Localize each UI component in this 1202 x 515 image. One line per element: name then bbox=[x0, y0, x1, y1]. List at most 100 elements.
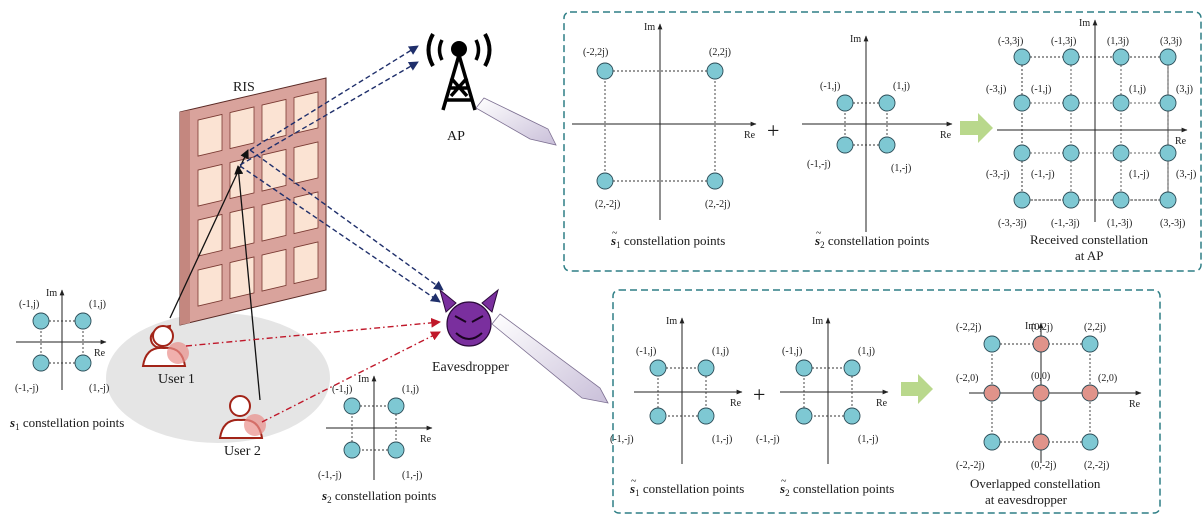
point-label: (-1,-j) bbox=[610, 434, 634, 445]
eve-s1-tilde: ~ bbox=[631, 476, 637, 487]
ris-to-eve-arrow-2 bbox=[239, 165, 441, 303]
point-label: (1,j) bbox=[712, 346, 729, 357]
point-label: (-1,-j) bbox=[807, 159, 831, 170]
ris-to-ap-arrow-1 bbox=[249, 45, 419, 151]
constellation-point bbox=[1013, 191, 1031, 209]
ap-s1-tilde: ~ bbox=[612, 228, 618, 239]
eavesdropper-icon bbox=[439, 288, 499, 347]
svg-text:s2 constellation points: s2 constellation points bbox=[321, 488, 436, 505]
caption-ap-s2: s2 constellation points ~ bbox=[814, 228, 929, 250]
ris-element bbox=[261, 198, 287, 242]
ap-s1-symbol: s bbox=[610, 233, 616, 248]
constellation-point bbox=[1081, 433, 1099, 451]
constellation-point bbox=[1112, 191, 1130, 209]
constellation-point bbox=[983, 384, 1001, 402]
constellation-point bbox=[32, 354, 50, 372]
constellation-point bbox=[836, 94, 854, 112]
eve-s2-caption-text: constellation points bbox=[793, 481, 894, 496]
constellation-point bbox=[1013, 144, 1031, 162]
eve-s2-re-label: Re bbox=[876, 398, 888, 409]
point-label: (1,-j) bbox=[858, 434, 878, 445]
ap-result-box bbox=[563, 11, 1202, 272]
eve-overlap-caption-line2: at eavesdropper bbox=[985, 492, 1068, 507]
point-label: (1,j) bbox=[1129, 84, 1146, 95]
constellation-point bbox=[387, 397, 405, 415]
s1-caption-text: constellation points bbox=[23, 415, 124, 430]
ris-element bbox=[197, 263, 223, 307]
user-s2-im-label: Im bbox=[358, 374, 369, 385]
eve-funnel-arrow bbox=[491, 313, 609, 404]
user2-icon bbox=[218, 395, 266, 439]
constellation-point bbox=[706, 172, 724, 190]
constellation-point bbox=[1159, 48, 1177, 66]
ap-received-constellation: ReIm(-3,3j)(-1,3j)(1,3j)(3,3j)(-3,j)(-1,… bbox=[986, 18, 1196, 229]
constellation-point bbox=[387, 441, 405, 459]
eve-s2-tilde: ~ bbox=[781, 476, 787, 487]
eve-overlap-constellation: ReIm(-2,2j)(0,2j)(2,2j)(-2,0)(0,0)(2,0)(… bbox=[956, 321, 1142, 471]
constellation-point bbox=[878, 94, 896, 112]
ap-plus-sign: + bbox=[767, 118, 779, 143]
constellation-point bbox=[1013, 48, 1031, 66]
ap-s2-symbol: s bbox=[814, 233, 820, 248]
constellation-point bbox=[1032, 433, 1050, 451]
point-label: (0,-2j) bbox=[1031, 460, 1056, 471]
eve-s1-subscript: 1 bbox=[635, 488, 640, 498]
constellation-point bbox=[649, 359, 667, 377]
point-label: (3,-j) bbox=[1176, 169, 1196, 180]
constellation-point bbox=[843, 407, 861, 425]
point-label: (-2,2j) bbox=[583, 47, 608, 58]
ap-s1-re-label: Re bbox=[744, 130, 756, 141]
point-label: (1,j) bbox=[89, 299, 106, 310]
svg-text:s2 constellation points: s2 constellation points bbox=[779, 481, 894, 498]
point-label: (3,j) bbox=[1176, 84, 1193, 95]
ris-element bbox=[229, 106, 255, 150]
user2-to-ris-line bbox=[234, 165, 261, 401]
eve-rx-im-label: Im bbox=[1025, 321, 1036, 332]
user-s2-re-label: Re bbox=[420, 434, 432, 445]
constellation-point bbox=[697, 407, 715, 425]
constellation-point bbox=[1112, 48, 1130, 66]
point-label: (-2,-2j) bbox=[956, 460, 985, 471]
point-label: (-1,j) bbox=[1031, 84, 1051, 95]
point-label: (1,-j) bbox=[891, 163, 911, 174]
constellation-point bbox=[795, 407, 813, 425]
point-label: (-2,2j) bbox=[956, 322, 981, 333]
svg-text:s1 constellation points: s1 constellation points bbox=[610, 233, 725, 250]
ap-s2-im-label: Im bbox=[850, 34, 861, 45]
constellation-point bbox=[1013, 94, 1031, 112]
ap-s2-tilde: ~ bbox=[816, 228, 822, 239]
caption-eve-s1: s1 constellation points ~ bbox=[629, 476, 744, 498]
constellation-point bbox=[1062, 191, 1080, 209]
point-label: (1,-j) bbox=[1129, 169, 1149, 180]
point-label: (2,-2j) bbox=[705, 199, 730, 210]
point-label: (2,-2j) bbox=[595, 199, 620, 210]
constellation-point bbox=[1062, 48, 1080, 66]
point-label: (-3,-3j) bbox=[998, 218, 1027, 229]
ap-green-arrow bbox=[960, 113, 993, 143]
ap-s1-caption-text: constellation points bbox=[624, 233, 725, 248]
point-label: (1,j) bbox=[893, 81, 910, 92]
user2-label: User 2 bbox=[224, 444, 261, 459]
point-label: (1,-3j) bbox=[1107, 218, 1132, 229]
point-label: (2,2j) bbox=[1084, 322, 1106, 333]
eve-s2-symbol: s bbox=[779, 481, 785, 496]
point-label: (1,-j) bbox=[89, 383, 109, 394]
dashed-guide bbox=[844, 102, 888, 146]
user-s1-re-label: Re bbox=[94, 348, 106, 359]
constellation-point bbox=[1159, 191, 1177, 209]
point-label: (1,-j) bbox=[402, 470, 422, 481]
svg-text:s1 constellation points: s1 constellation points bbox=[629, 481, 744, 498]
constellation-point bbox=[1032, 335, 1050, 353]
caption-s1-user: s1 constellation points bbox=[9, 415, 124, 432]
ap-label: AP bbox=[447, 129, 465, 144]
constellation-point bbox=[32, 312, 50, 330]
s2-symbol: s bbox=[321, 488, 327, 503]
eve-s1-re-label: Re bbox=[730, 398, 742, 409]
dashed-guide bbox=[657, 367, 707, 417]
ap-s2-subscript: 2 bbox=[820, 240, 825, 250]
